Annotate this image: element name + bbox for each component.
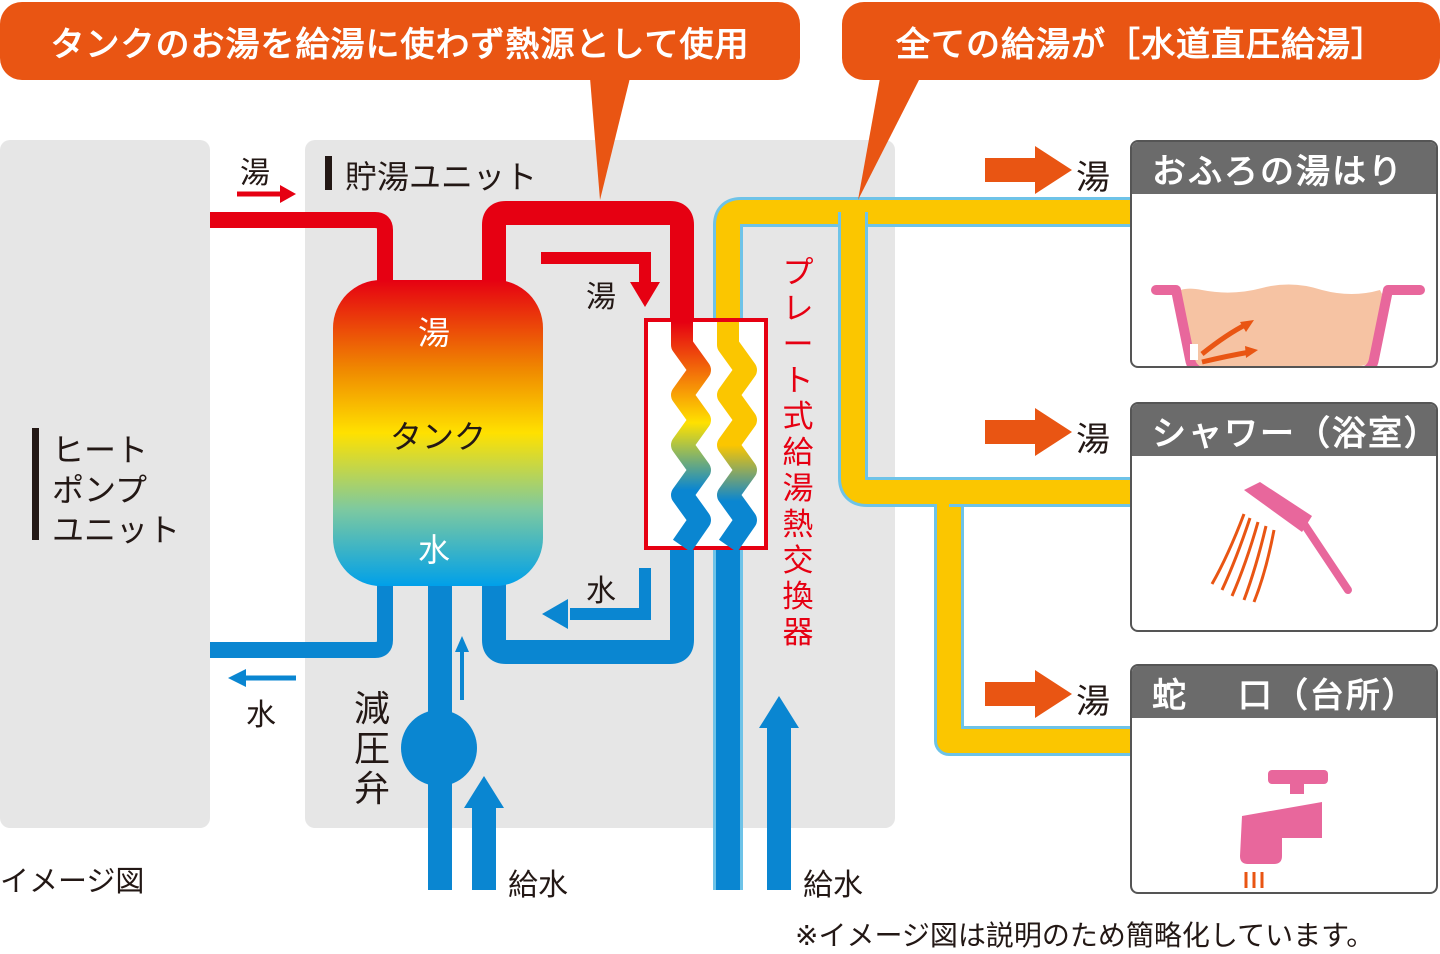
hx-label-char: プ — [782, 255, 814, 291]
supply-left-label: 給水 — [508, 868, 568, 903]
outlet-card-shower: シャワー（浴室） — [1130, 402, 1438, 632]
storage-unit-label: 貯湯ユニット — [345, 158, 538, 196]
heat-pump-label-bar — [32, 428, 39, 540]
hx-label-char: 交 — [782, 543, 814, 579]
outlet-bath-title: おふろの湯はり — [1132, 142, 1436, 194]
tank — [333, 280, 543, 586]
heat-pump-label-3: ユニット — [52, 511, 181, 549]
hx-label-char: ト — [782, 363, 814, 399]
shower-icon — [1210, 482, 1352, 603]
image-note: イメージ図 — [0, 864, 145, 898]
hx-label-char: 器 — [782, 615, 814, 651]
hx-label-char: ー — [782, 327, 814, 363]
hp-water-label: 水 — [246, 698, 276, 733]
tank-hx-hot-pipe — [482, 201, 694, 330]
hp-hot-pipe — [210, 212, 393, 285]
hx-label-char: レ — [782, 291, 814, 327]
hx-tank-cold-pipe — [482, 540, 694, 664]
heat-pump-label-2: ポンプ — [52, 471, 148, 509]
disclaimer-note: ※イメージ図は説明のため簡略化しています。 — [795, 919, 1375, 952]
hx-label-char: 湯 — [782, 471, 814, 507]
pressure-reducing-valve — [401, 710, 477, 786]
hp-hot-label: 湯 — [240, 156, 270, 191]
storage-label-bar — [325, 156, 332, 190]
outlet-bath-arrow-label: 湯 — [1076, 158, 1110, 198]
outlet-shower-title: シャワー（浴室） — [1132, 404, 1436, 456]
valve-label: 減 圧 弁 — [352, 690, 392, 810]
supply-right-label: 給水 — [803, 868, 863, 903]
callout-heat-source: タンクのお湯を給湯に使わず熱源として使用 — [0, 2, 800, 80]
valve-label-char: 弁 — [353, 769, 390, 810]
heat-exchanger-label: プ レ ー ト 式 給 湯 熱 交 換 器 — [778, 255, 818, 651]
hp-cold-pipe — [210, 580, 393, 658]
arrows — [228, 146, 1072, 890]
outlet-faucet-title: 蛇 口（台所） — [1132, 666, 1436, 718]
tank-cold-label: 水 — [418, 531, 451, 569]
hx-label-char: 換 — [782, 579, 814, 615]
outlet-faucet-arrow-label: 湯 — [1076, 682, 1110, 722]
outlet-card-faucet: 蛇 口（台所） — [1130, 664, 1438, 894]
hx-tank-water-label: 水 — [586, 574, 616, 609]
hot-supply-pipes — [713, 197, 1132, 890]
callout-direct-pressure: 全ての給湯が［水道直圧給湯］ — [842, 2, 1440, 80]
valve-label-char: 減 — [353, 689, 390, 730]
hx-label-char: 給 — [782, 435, 814, 471]
hx-label-char: 式 — [782, 399, 814, 435]
tank-name-label: タンク — [390, 418, 487, 456]
faucet-icon — [1240, 770, 1328, 888]
outlet-card-bath: おふろの湯はり — [1130, 140, 1438, 368]
bathtub-icon — [1151, 284, 1425, 366]
tank-hot-label: 湯 — [418, 314, 451, 352]
outlet-shower-arrow-label: 湯 — [1076, 420, 1110, 460]
hx-label-char: 熱 — [782, 507, 814, 543]
heat-pump-label-1: ヒート — [52, 431, 149, 469]
tank-hx-hot-label: 湯 — [586, 280, 616, 315]
valve-label-char: 圧 — [353, 729, 390, 770]
